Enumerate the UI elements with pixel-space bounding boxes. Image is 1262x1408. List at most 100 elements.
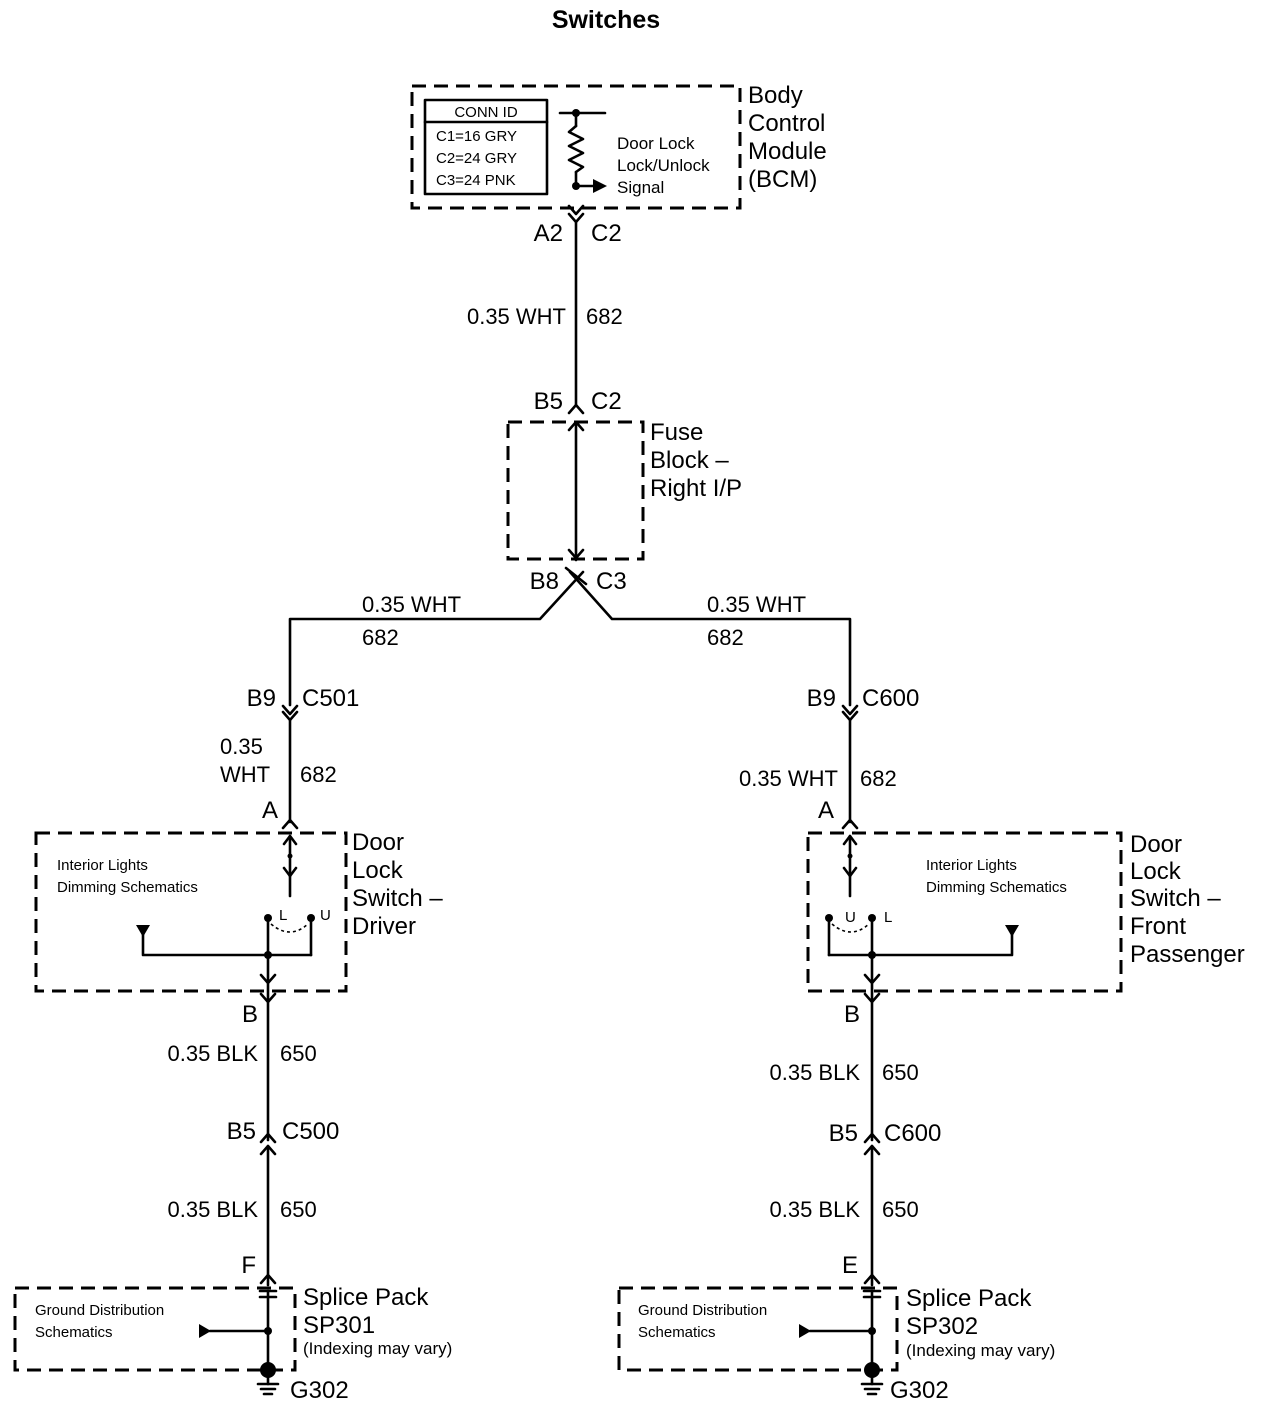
ref-schematic-line: Interior Lights bbox=[926, 857, 1017, 874]
connector-chevron-icon bbox=[567, 548, 585, 560]
bcm-label-line: (BCM) bbox=[748, 166, 817, 193]
switch-pin-b: B bbox=[242, 1001, 258, 1028]
bcm-label-line: Control bbox=[748, 110, 825, 137]
wire-circuit: 682 bbox=[586, 304, 623, 329]
ref-arrow-icon bbox=[136, 925, 150, 937]
passenger-switch-boundary bbox=[806, 831, 1123, 993]
inline-connector: C501 bbox=[302, 685, 359, 712]
inline-connector: C600 bbox=[862, 685, 919, 712]
lock-switch-icon: U L bbox=[825, 909, 1019, 1002]
conn-id-row: C2=24 GRY bbox=[436, 150, 517, 167]
connector-chevron-icon bbox=[259, 1273, 277, 1285]
splice-bar-icon bbox=[199, 1289, 278, 1368]
double-arrow-icon bbox=[842, 834, 858, 898]
fuse-in-connector: C2 bbox=[591, 388, 622, 415]
conn-id-table: CONN ID C1=16 GRY C2=24 GRY C3=24 PNK bbox=[423, 98, 549, 196]
switch-label-line: Switch – bbox=[352, 885, 443, 912]
wire-color: WHT bbox=[220, 762, 270, 787]
fuse-out-pin: B8 bbox=[530, 568, 559, 595]
switch-pin-b: B bbox=[844, 1001, 860, 1028]
splice-label-line: (Indexing may vary) bbox=[303, 1339, 452, 1358]
connector-chevron-icon bbox=[281, 818, 299, 830]
wire-circuit: 682 bbox=[860, 766, 897, 791]
lock-switch-icon: L U bbox=[136, 907, 331, 1002]
splice-label-line: SP302 bbox=[906, 1313, 978, 1340]
bcm-module: Body Control Module (BCM) CONN ID C1=16 … bbox=[410, 82, 827, 247]
inline-connector: C500 bbox=[282, 1118, 339, 1145]
signal-label-line: Lock/Unlock bbox=[617, 156, 710, 175]
wire-circuit: 650 bbox=[882, 1060, 919, 1085]
ref-arrow-icon bbox=[1005, 925, 1019, 937]
wire-size-color: 0.35 BLK bbox=[167, 1197, 258, 1222]
switch-label-line: Door bbox=[1130, 831, 1182, 858]
fuse-block-label: Fuse Block – Right I/P bbox=[650, 419, 742, 502]
fuse-in-pin: B5 bbox=[534, 388, 563, 415]
fuse-out-connector: C3 bbox=[596, 568, 627, 595]
ref-schematic-line: Dimming Schematics bbox=[926, 879, 1067, 896]
inline-pin: B5 bbox=[227, 1118, 256, 1145]
switch-label-line: Lock bbox=[352, 857, 404, 884]
bcm-label-line: Module bbox=[748, 138, 827, 165]
double-arrow-icon bbox=[282, 834, 298, 898]
connector-chevron-icon bbox=[841, 818, 859, 830]
inline-connector: C600 bbox=[884, 1120, 941, 1147]
ground-ref-line: Ground Distribution bbox=[35, 1302, 164, 1319]
connector-chevron-icon bbox=[863, 1273, 881, 1285]
fuse-label-line: Block – bbox=[650, 447, 729, 474]
splice-label-line: SP301 bbox=[303, 1312, 375, 1339]
ground-icon bbox=[860, 1362, 884, 1396]
splice-x bbox=[564, 566, 588, 586]
bcm-label: Body Control Module (BCM) bbox=[748, 82, 827, 193]
connector-chevron-icon bbox=[841, 704, 859, 722]
wire-size-color: 0.35 WHT bbox=[739, 766, 838, 791]
switch-position-u: U bbox=[845, 909, 856, 926]
splice-pin: E bbox=[842, 1252, 858, 1279]
fuse-label-line: Right I/P bbox=[650, 475, 742, 502]
connector-chevron-icon bbox=[281, 704, 299, 722]
signal-arrow-icon bbox=[574, 179, 607, 193]
switch-pin-a: A bbox=[262, 797, 278, 824]
branch-right-wire: 0.35 WHT 682 bbox=[568, 570, 852, 707]
inline-pin: B9 bbox=[807, 685, 836, 712]
wire-circuit: 682 bbox=[362, 625, 399, 650]
ground-ref-line: Schematics bbox=[35, 1324, 113, 1341]
ref-schematic-line: Interior Lights bbox=[57, 857, 148, 874]
wire-size-color: 0.35 BLK bbox=[769, 1060, 860, 1085]
wire-circuit: 650 bbox=[280, 1041, 317, 1066]
inline-pin: B5 bbox=[829, 1120, 858, 1147]
fuse-block: B5 C2 Fuse Block – Right I/P B8 C3 bbox=[506, 388, 742, 595]
ground-ref-line: Ground Distribution bbox=[638, 1302, 767, 1319]
wire-size-color: 0.35 BLK bbox=[167, 1041, 258, 1066]
switch-label-line: Switch – bbox=[1130, 885, 1221, 912]
passenger-circuit: B9 C600 0.35 WHT 682 A Door Lock Switch … bbox=[617, 685, 1245, 1404]
wire-size-color: 0.35 WHT bbox=[467, 304, 566, 329]
ref-schematic-line: Dimming Schematics bbox=[57, 879, 198, 896]
connector-chevron-icon bbox=[567, 204, 585, 224]
driver-switch-boundary bbox=[34, 831, 348, 993]
switch-position-l: L bbox=[279, 907, 287, 924]
splice-bar-icon bbox=[799, 1289, 882, 1368]
switch-pin-a: A bbox=[818, 797, 834, 824]
splice-pack-boundary bbox=[13, 1286, 297, 1372]
branch-left-wire: 0.35 WHT 682 bbox=[288, 570, 585, 707]
switch-position-l: L bbox=[884, 909, 892, 926]
switch-label-line: Lock bbox=[1130, 858, 1182, 885]
wire-bcm-to-fuse: 0.35 WHT 682 bbox=[467, 220, 623, 407]
splice-label-line: (Indexing may vary) bbox=[906, 1341, 1055, 1360]
splice-pack-boundary bbox=[617, 1286, 899, 1372]
driver-switch-label: Door Lock Switch – Driver bbox=[352, 829, 443, 940]
bcm-pin: A2 bbox=[534, 220, 563, 247]
conn-id-header: CONN ID bbox=[454, 104, 518, 121]
wire-size-color: 0.35 WHT bbox=[362, 592, 461, 617]
ref-arrow-icon bbox=[799, 1324, 811, 1338]
switch-label-line: Passenger bbox=[1130, 941, 1245, 968]
wire-size: 0.35 bbox=[220, 734, 263, 759]
ground-label: G302 bbox=[890, 1377, 949, 1404]
wire-circuit: 682 bbox=[707, 625, 744, 650]
ground-label: G302 bbox=[290, 1377, 349, 1404]
ground-icon bbox=[256, 1362, 280, 1396]
ref-arrow-icon bbox=[199, 1324, 211, 1338]
switch-position-u: U bbox=[320, 907, 331, 924]
fuse-label-line: Fuse bbox=[650, 419, 703, 446]
